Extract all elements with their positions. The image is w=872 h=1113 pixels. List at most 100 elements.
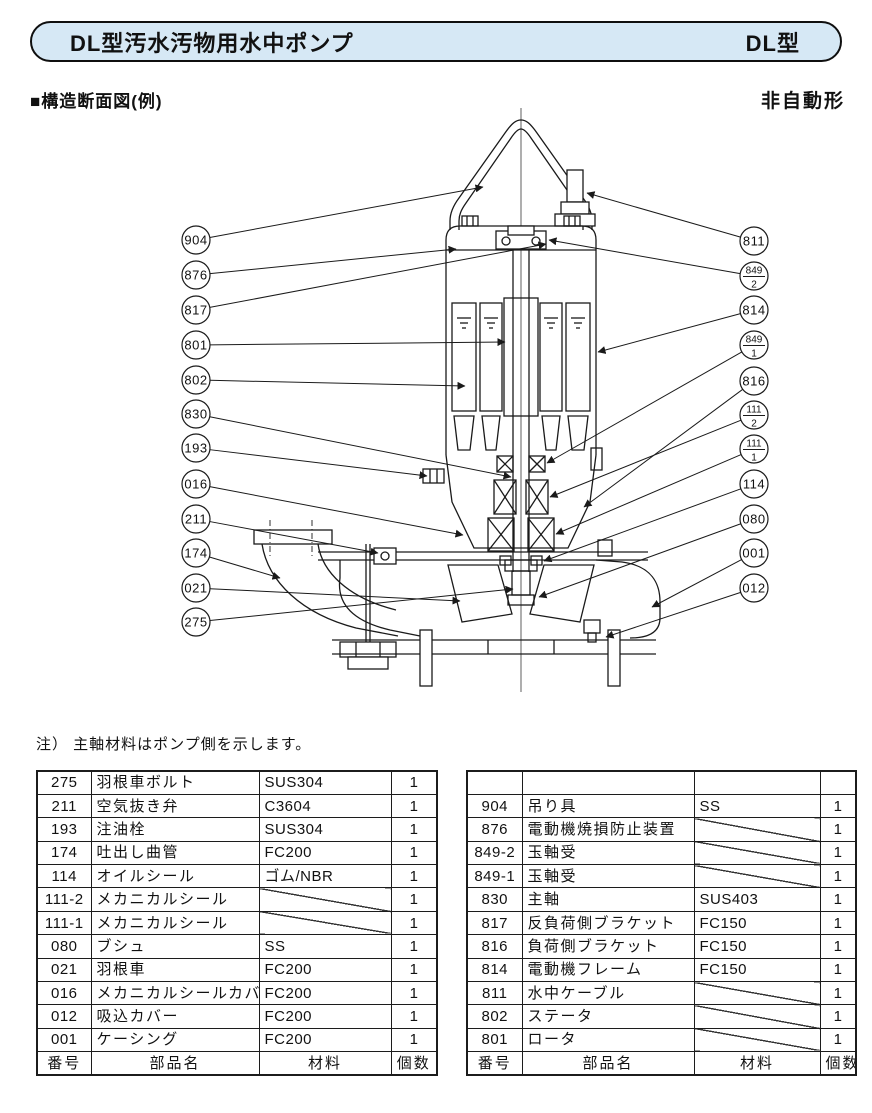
cell-qty: 1 (819, 1027, 857, 1053)
cell-material: FC150 (693, 957, 821, 983)
svg-text:012: 012 (742, 581, 765, 596)
callout-876: 876 (181, 245, 457, 290)
cell-name: 羽根車 (90, 957, 260, 983)
callout-211: 211 (181, 504, 379, 556)
cell-name: 吐出し曲管 (90, 840, 260, 866)
cell-material: FC200 (258, 840, 392, 866)
cell-qty: 1 (390, 840, 438, 866)
cell-qty: 1 (390, 1027, 438, 1053)
cell-material: SS (693, 793, 821, 819)
cell-qty: 1 (390, 1004, 438, 1029)
cell-qty: 1 (819, 793, 857, 819)
upper-bearing (495, 225, 547, 250)
cell-no: 849-1 (466, 864, 523, 889)
cell-name: メカニカルシール (90, 887, 260, 912)
cell-no: 080 (36, 934, 92, 959)
cell-material (693, 817, 821, 842)
cell-name: ケーシング (90, 1027, 260, 1053)
cell-material: FC150 (693, 910, 821, 936)
callout-811: 811 (586, 191, 769, 256)
svg-text:814: 814 (742, 303, 765, 318)
callout-001: 001 (651, 538, 769, 608)
legs (419, 629, 621, 687)
cell-name: オイルシール (90, 864, 260, 889)
cell-qty: 1 (390, 770, 438, 795)
svg-text:001: 001 (742, 546, 765, 561)
cell-material (693, 1004, 821, 1029)
cell-name: 吊り具 (521, 793, 695, 819)
svg-text:802: 802 (184, 373, 207, 388)
table-row: 016メカニカルシールカバーFC2001 (36, 981, 438, 1006)
svg-text:275: 275 (184, 615, 207, 630)
cell-qty: 1 (819, 817, 857, 842)
title-bar: DL型汚水汚物用水中ポンプ DL型 (30, 21, 842, 62)
svg-text:849: 849 (746, 266, 763, 277)
lower-bearing (496, 455, 546, 473)
cell-qty: 1 (819, 1004, 857, 1029)
cell-no: 001 (36, 1027, 92, 1053)
cell-no: 801 (466, 1027, 523, 1053)
rotor (503, 297, 539, 417)
table-row (466, 770, 857, 795)
svg-text:111: 111 (746, 439, 762, 450)
cell-qty: 1 (819, 934, 857, 959)
svg-text:876: 876 (184, 268, 207, 283)
mechanical-seals (487, 479, 555, 566)
load-side-bracket (445, 454, 597, 549)
cell-material (693, 981, 821, 1006)
cell-qty: 1 (390, 981, 438, 1006)
cell-material: SS (258, 934, 392, 959)
cell-name (521, 770, 695, 795)
model-label: DL型 (745, 30, 800, 56)
column-header: 個数 (819, 1051, 857, 1076)
svg-text:193: 193 (184, 441, 207, 456)
cell-no: 174 (36, 840, 92, 866)
cell-no: 211 (36, 793, 92, 819)
callout-080: 080 (538, 504, 769, 599)
cell-no: 016 (36, 981, 92, 1006)
column-header: 個数 (390, 1051, 438, 1076)
cell-no: 904 (466, 793, 523, 819)
cell-qty: 1 (390, 887, 438, 912)
cell-material: FC200 (258, 1027, 392, 1053)
cell-qty: 1 (819, 957, 857, 983)
svg-text:849: 849 (746, 335, 763, 346)
cell-name: 玉軸受 (521, 864, 695, 889)
cell-material: C3604 (258, 793, 392, 819)
cell-material (693, 770, 821, 795)
cell-no: 021 (36, 957, 92, 983)
cell-no: 814 (466, 957, 523, 983)
cell-name: 反負荷側ブラケット (521, 910, 695, 936)
column-header: 材料 (258, 1051, 392, 1076)
cell-no: 817 (466, 910, 523, 936)
callout-830: 830 (181, 399, 512, 480)
pump-drawing (253, 108, 661, 692)
cell-name: ステータ (521, 1004, 695, 1029)
callout-904: 904 (181, 184, 484, 255)
cell-material (693, 1027, 821, 1053)
stator (451, 302, 591, 451)
callout-275: 275 (181, 585, 514, 637)
callout-114: 114 (543, 469, 769, 563)
